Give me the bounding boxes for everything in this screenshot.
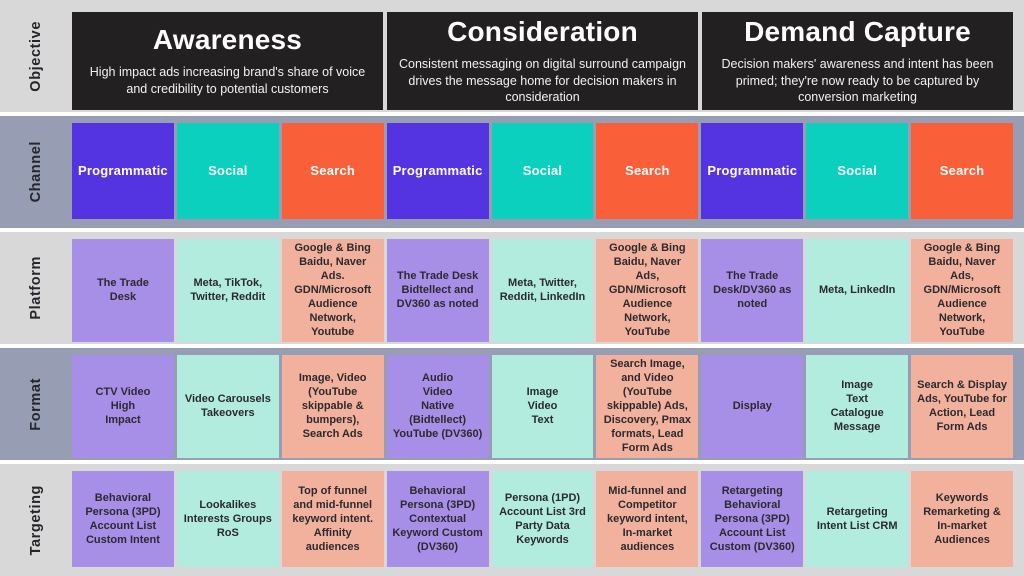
targeting-cells: Behavioral Persona (3PD) Account List Cu… — [72, 464, 1024, 576]
targeting-demand-capture-social-cell: Retargeting Intent List CRM — [806, 471, 909, 567]
platform-consideration-programmatic-cell: The Trade Desk Bidtellect and DV360 as n… — [386, 239, 489, 342]
channel-awareness-programmatic-cell: Programmatic — [72, 123, 174, 219]
format-demand-capture-social-cell: Image Text Catalogue Message — [806, 355, 909, 458]
awareness-title: Awareness — [152, 24, 303, 56]
format-consideration-programmatic-cell: Audio Video Native (Bidtellect) YouTube … — [386, 355, 489, 458]
platform-consideration-search-cell: Google & Bing Baidu, Naver Ads, GDN/Micr… — [596, 239, 699, 342]
targeting-awareness-search-cell: Top of funnel and mid-funnel keyword int… — [281, 471, 384, 567]
platform-awareness-programmatic-cell: The Trade Desk — [72, 239, 174, 342]
channel-consideration-search-cell: Search — [596, 123, 699, 219]
channel-demand-capture-programmatic-cell: Programmatic — [701, 123, 804, 219]
platform-demand-capture-search-cell: Google & Bing Baidu, Naver Ads, GDN/Micr… — [911, 239, 1013, 342]
platform-row: Platform The Trade Desk Meta, TikTok, Tw… — [0, 232, 1024, 344]
platform-cells: The Trade Desk Meta, TikTok, Twitter, Re… — [72, 232, 1024, 344]
platform-consideration-social-cell: Meta, Twitter, Reddit, LinkedIn — [491, 239, 594, 342]
targeting-awareness-programmatic-cell: Behavioral Persona (3PD) Account List Cu… — [72, 471, 174, 567]
channel-row-label: Channel — [0, 116, 72, 228]
targeting-row: Targeting Behavioral Persona (3PD) Accou… — [0, 464, 1024, 576]
awareness-objective-card: Awareness High impact ads increasing bra… — [72, 12, 383, 110]
objective-row-label-text: Objective — [28, 20, 44, 92]
format-row: Format CTV Video High Impact Video Carou… — [0, 348, 1024, 460]
format-awareness-search-cell: Image, Video (YouTube skippable & bumper… — [281, 355, 384, 458]
targeting-consideration-social-cell: Persona (1PD) Account List 3rd Party Dat… — [491, 471, 594, 567]
format-consideration-social-cell: Image Video Text — [491, 355, 594, 458]
awareness-description: High impact ads increasing brand's share… — [89, 65, 366, 96]
targeting-consideration-search-cell: Mid-funnel and Competitor keyword intent… — [596, 471, 699, 567]
targeting-consideration-programmatic-cell: Behavioral Persona (3PD) Contextual Keyw… — [386, 471, 489, 567]
platform-demand-capture-programmatic-cell: The Trade Desk/DV360 as noted — [701, 239, 804, 342]
consideration-objective-card: Consideration Consistent messaging on di… — [387, 12, 698, 110]
targeting-awareness-social-cell: Lookalikes Interests Groups RoS — [176, 471, 279, 567]
platform-row-label: Platform — [0, 232, 72, 344]
targeting-demand-capture-programmatic-cell: Retargeting Behavioral Persona (3PD) Acc… — [701, 471, 804, 567]
format-cells: CTV Video High Impact Video Carousels Ta… — [72, 348, 1024, 460]
format-awareness-social-cell: Video Carousels Takeovers — [176, 355, 279, 458]
format-demand-capture-search-cell: Search & Display Ads, YouTube for Action… — [911, 355, 1013, 458]
demand-capture-objective-card: Demand Capture Decision makers' awarenes… — [702, 12, 1013, 110]
demand-capture-title: Demand Capture — [744, 16, 971, 47]
targeting-row-label-text: Targeting — [28, 484, 44, 556]
format-awareness-programmatic-cell: CTV Video High Impact — [72, 355, 174, 458]
format-row-label-text: Format — [28, 377, 44, 431]
targeting-demand-capture-search-cell: Keywords Remarketing & In-market Audienc… — [911, 471, 1013, 567]
objective-cards: Awareness High impact ads increasing bra… — [72, 0, 1024, 112]
channel-demand-capture-social-cell: Social — [806, 123, 909, 219]
channel-awareness-social-cell: Social — [176, 123, 279, 219]
platform-awareness-social-cell: Meta, TikTok, Twitter, Reddit — [176, 239, 279, 342]
platform-demand-capture-social-cell: Meta, LinkedIn — [806, 239, 909, 342]
format-consideration-search-cell: Search Image, and Video (YouTube skippab… — [596, 355, 699, 458]
channel-awareness-search-cell: Search — [281, 123, 384, 219]
channel-row-label-text: Channel — [28, 141, 44, 203]
objective-row-label: Objective — [0, 0, 72, 112]
targeting-row-label: Targeting — [0, 464, 72, 576]
channel-cells: Programmatic Social Search Programmatic … — [72, 116, 1024, 228]
platform-row-label-text: Platform — [28, 256, 44, 320]
format-row-label: Format — [0, 348, 72, 460]
channel-consideration-programmatic-cell: Programmatic — [386, 123, 489, 219]
consideration-title: Consideration — [447, 16, 638, 47]
channel-demand-capture-search-cell: Search — [911, 123, 1013, 219]
format-demand-capture-programmatic-cell: Display — [701, 355, 804, 458]
demand-capture-description: Decision makers' awareness and intent ha… — [721, 57, 994, 104]
channel-row: Channel Programmatic Social Search Progr… — [0, 116, 1024, 228]
consideration-description: Consistent messaging on digital surround… — [399, 57, 686, 104]
channel-consideration-social-cell: Social — [491, 123, 594, 219]
platform-awareness-search-cell: Google & Bing Baidu, Naver Ads. GDN/Micr… — [281, 239, 384, 342]
objective-row: Objective Awareness High impact ads incr… — [0, 0, 1024, 112]
